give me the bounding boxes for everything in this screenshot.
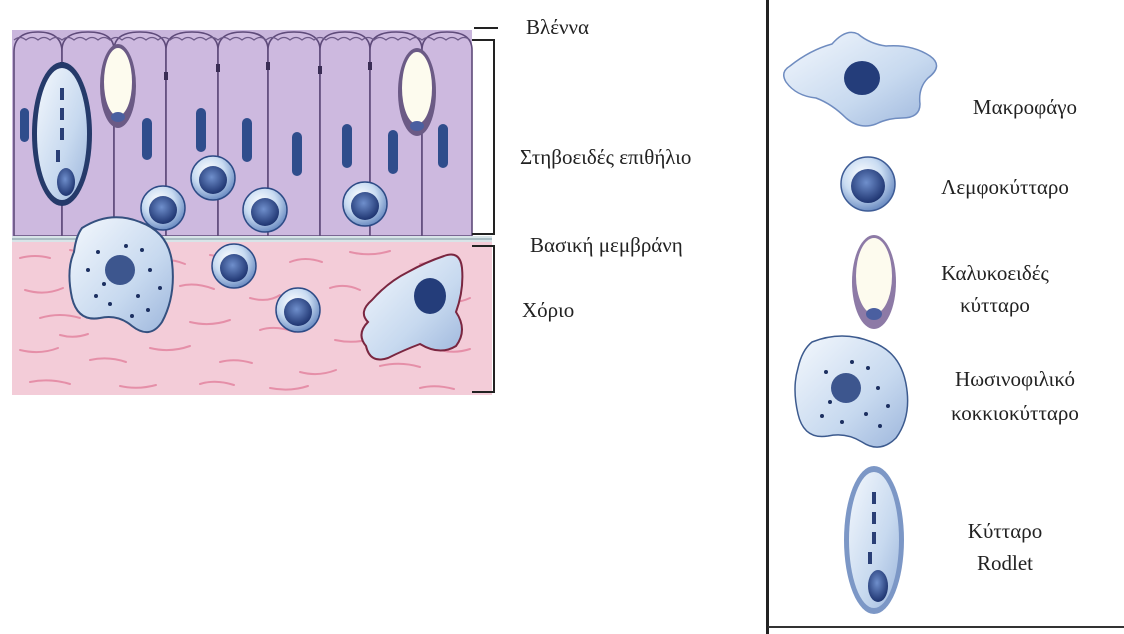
legend-macrophage-icon <box>784 32 937 126</box>
legend-label-rodlet-1: Κύτταρο <box>940 518 1070 544</box>
legend-label-goblet-1: Καλυκοειδές <box>920 260 1070 286</box>
lymphocyte <box>343 182 387 226</box>
label-epithelium: Στηβοειδές επιθήλιο <box>520 144 691 170</box>
legend-label-eosinophil-2: κοκκιοκύτταρο <box>940 400 1090 426</box>
lymphocyte <box>243 188 287 232</box>
legend-lymphocyte-icon <box>841 157 895 211</box>
legend-label-rodlet-2: Rodlet <box>940 550 1070 576</box>
lymphocyte <box>141 186 185 230</box>
legend-eosinophil-icon <box>795 336 908 447</box>
legend-goblet-icon <box>852 235 896 329</box>
legend-rodlet-icon <box>844 466 904 614</box>
goblet-cell <box>100 44 136 128</box>
label-mucus: Βλέννα <box>526 14 589 40</box>
legend-label-macrophage: Μακροφάγο <box>950 94 1100 120</box>
legend-label-goblet-2: κύτταρο <box>920 292 1070 318</box>
eosinophil <box>69 217 172 332</box>
legend-label-eosinophil-1: Ηωσινοφιλικό <box>940 366 1090 392</box>
rodlet-cell <box>32 62 92 206</box>
legend-label-lymphocyte: Λεμφοκύτταρο <box>930 174 1080 200</box>
legend-bottom-border <box>768 626 1124 628</box>
lymphocyte <box>191 156 235 200</box>
label-chorion: Χόριο <box>522 297 574 323</box>
legend-divider <box>766 0 769 634</box>
goblet-cell <box>398 48 436 136</box>
label-basement-membrane: Βασική μεμβράνη <box>530 232 683 258</box>
lymphocyte <box>276 288 320 332</box>
lymphocyte <box>212 244 256 288</box>
